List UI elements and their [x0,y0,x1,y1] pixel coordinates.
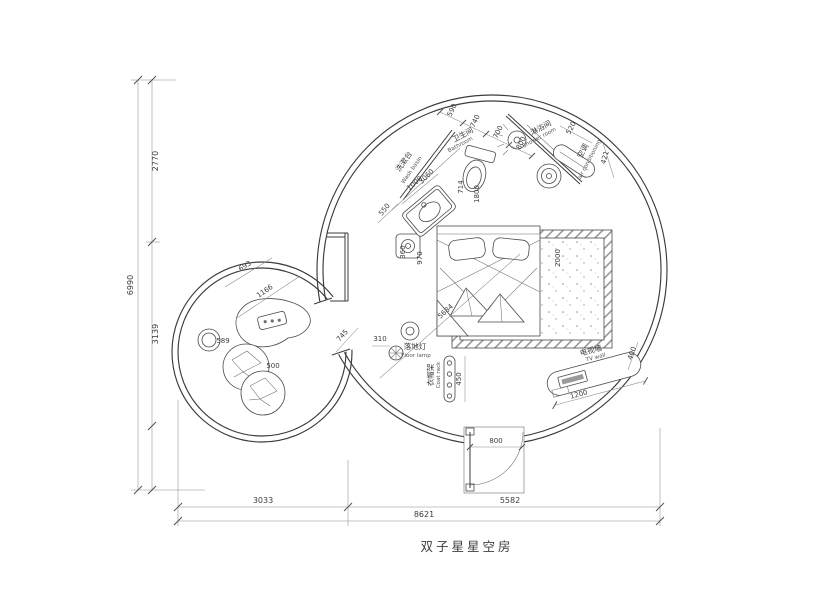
niche-wall [327,232,349,302]
dim-3033: 3033 [253,496,273,505]
coat-rack-label-zh: 衣帽架 [425,363,435,386]
kidney-table [235,298,311,348]
pillow-left [448,237,486,261]
dim-550: 550 [377,202,392,217]
dim-1800: 1800 [473,185,481,203]
dim-500: 500 [266,362,279,370]
bed [436,225,541,337]
dim-310: 310 [373,335,386,343]
nightstand [395,233,421,259]
dim-421: 421 [599,150,610,165]
dim-8621: 8621 [414,510,434,519]
tv-wall-label-en: TV wall [584,352,606,363]
entry-door [463,426,526,494]
pouf-lower [240,370,286,416]
small-round-table [197,328,221,352]
dim-360: 360 [399,245,407,258]
dim-3139: 3139 [151,324,160,344]
drawing-title: 双子星星空房 [420,539,513,554]
washbasin [402,185,456,237]
floor-lamp-label-zh: 落地灯 [404,341,427,351]
pillow-right [492,237,530,261]
small-room-walls [171,261,353,443]
bottom-dimension-assembly [173,400,665,526]
bed-cushion-left [449,287,493,317]
dim-1166: 1166 [255,283,275,300]
coat-rack [443,355,456,403]
dim-714: 714 [457,180,465,194]
dim-450: 450 [455,372,463,385]
toilet [462,145,497,192]
dim-700: 700 [492,124,505,140]
dim-589: 589 [216,337,229,345]
left-dimension-assembly [131,75,205,495]
dim-2000: 2000 [554,249,562,267]
dim-970: 970 [416,251,424,264]
ac-unit [553,144,595,178]
coat-rack-label-en: Coat rack [436,361,442,389]
floor-lamp-label-en: Floor lamp [401,353,431,359]
dim-6990: 6990 [126,275,135,295]
dim-2770: 2770 [151,151,160,171]
bed-cushion-right [477,293,525,323]
stool [400,321,420,341]
dim-520: 520 [565,120,578,136]
dim-5582: 5582 [500,496,520,505]
dimension-lines [224,108,639,402]
passage-opening [306,294,358,360]
ac-fan [536,163,562,189]
dim-800-door: 800 [489,437,502,445]
floor-lamp [388,345,404,361]
